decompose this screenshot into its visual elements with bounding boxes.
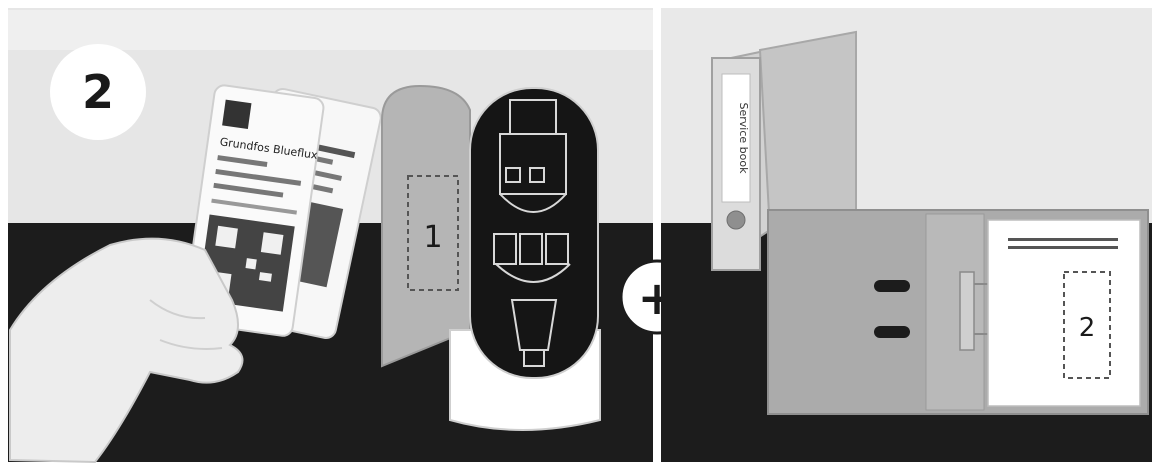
pump-cover-door: 1 (382, 86, 470, 366)
binder-finger-hole-icon (727, 211, 745, 229)
binder-slot-icon (874, 280, 910, 292)
binder-spine-text: Service book (737, 103, 750, 175)
sticker-slot-1-number: 1 (423, 220, 442, 255)
binder-slot-icon (874, 326, 910, 338)
left-wall-highlight (8, 10, 653, 50)
panel-divider (653, 0, 661, 470)
binder-inner-spine (926, 214, 984, 410)
open-binder: 2 (768, 210, 1148, 414)
pump-body (450, 88, 600, 430)
step-badge-number: 2 (82, 65, 114, 119)
step-badge: 2 (50, 44, 146, 140)
binder-ring-mechanism (960, 272, 974, 350)
sticker-slot-2-number: 2 (1079, 313, 1096, 343)
front-card-logo-icon (222, 100, 251, 129)
